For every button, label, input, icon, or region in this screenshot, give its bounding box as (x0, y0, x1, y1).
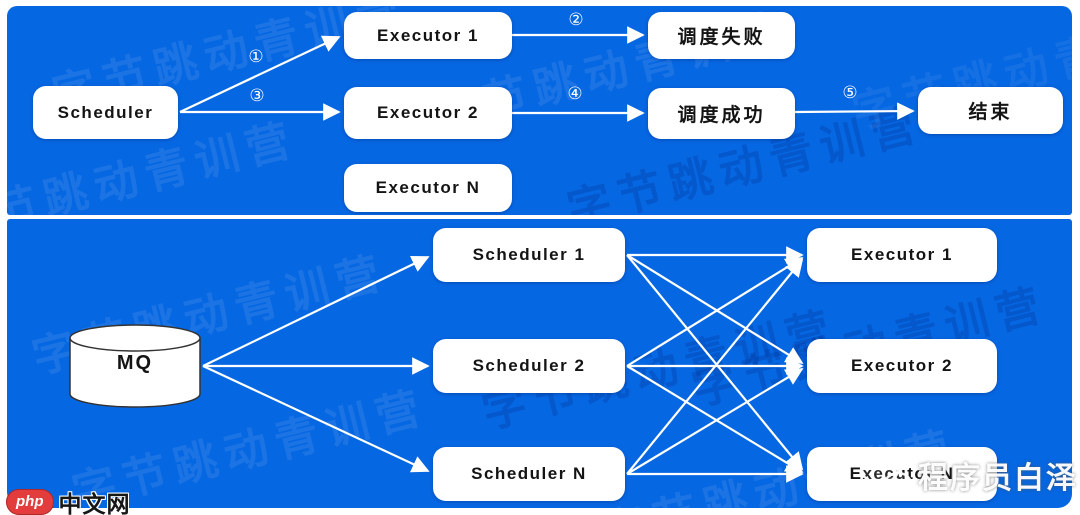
node-top-executor-n: Executor N (344, 164, 512, 212)
step-label-5: ⑤ (842, 83, 858, 102)
php-badge: php (6, 489, 54, 515)
node-bottom-executor-1: Executor 1 (807, 228, 997, 282)
node-top-executor-2: Executor 2 (344, 87, 512, 139)
step-label-2: ② (568, 10, 584, 29)
author-watermark: 程序员白泽 (856, 446, 1078, 504)
author-name-text: 程序员白泽 (918, 462, 1078, 495)
step-label-1: ① (248, 47, 264, 66)
node-bottom-executor-2: Executor 2 (807, 339, 997, 393)
node-end: 结束 (918, 87, 1063, 134)
node-schedule-success: 调度成功 (648, 88, 795, 139)
step-label-3: ③ (249, 86, 265, 105)
node-bottom-scheduler-n: Scheduler N (433, 447, 625, 501)
site-logo: php 中文网 (6, 485, 131, 515)
step-label-4: ④ (567, 84, 583, 103)
mq-label: MQ (116, 352, 154, 374)
site-name-text: 中文网 (58, 491, 131, 515)
node-bottom-scheduler-1: Scheduler 1 (433, 228, 625, 282)
node-bottom-scheduler-2: Scheduler 2 (433, 339, 625, 393)
node-schedule-fail: 调度失败 (648, 12, 795, 59)
node-top-executor-1: Executor 1 (344, 12, 512, 59)
node-scheduler: Scheduler (33, 86, 178, 139)
wechat-icon (860, 452, 913, 498)
